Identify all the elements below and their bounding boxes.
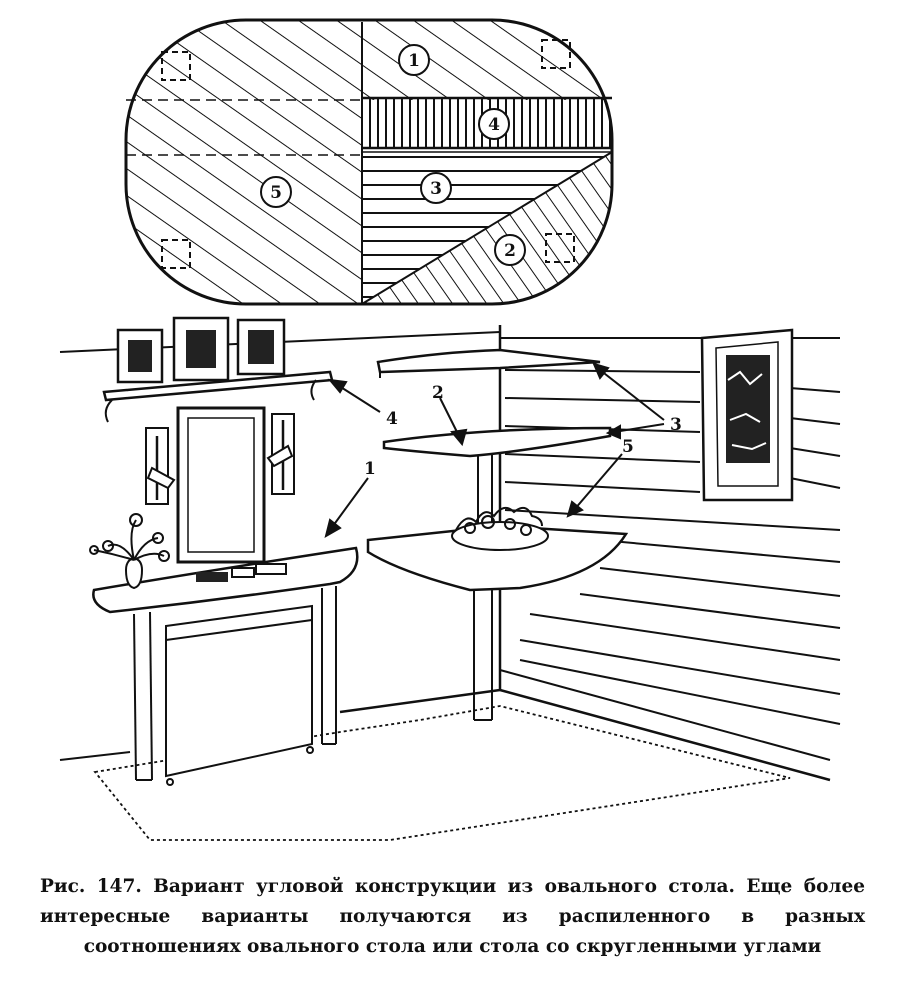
plan-zone-2-marker: 2: [494, 234, 526, 266]
callout-4: 4: [386, 409, 398, 429]
mirror-with-lamps: [145, 406, 295, 564]
callout-2: 2: [432, 383, 444, 403]
plan-zone-2-label: 2: [504, 241, 516, 261]
callout-arrows: [324, 362, 665, 539]
wall-picture: [700, 328, 794, 502]
plan-zone-3-label: 3: [430, 179, 442, 199]
plan-zone-5-hatch: [126, 100, 362, 304]
callout-3: 3: [670, 415, 682, 435]
corner-shelf-upper: [376, 348, 601, 378]
plan-zone-1-label: 1: [408, 51, 420, 71]
oval-table-plan: 1 4 3 5 2: [124, 18, 614, 306]
plan-zone-5-marker: 5: [260, 176, 292, 208]
callout-5: 5: [622, 437, 634, 457]
room-scene: [59, 316, 841, 841]
plan-zone-4-marker: 4: [478, 108, 510, 140]
plan-zone-1-marker: 1: [398, 44, 430, 76]
plan-zone-5-label: 5: [270, 183, 282, 203]
dressing-table: [89, 513, 359, 786]
floor-rug: [93, 705, 791, 841]
wall-shelf: [102, 316, 334, 423]
plan-zone-3-marker: 3: [420, 172, 452, 204]
furniture-illustration: 1 4 3 5 2: [59, 18, 841, 841]
right-wall-boards: [500, 337, 841, 725]
corner-shelf-middle: [382, 426, 612, 545]
figure-caption: Рис. 147. Вариант угловой конструкции из…: [40, 876, 865, 957]
corner-table: [366, 506, 629, 721]
plan-zone-1-hatch: [126, 20, 612, 100]
plan-zone-4-label: 4: [488, 115, 500, 135]
callout-1: 1: [364, 459, 376, 479]
